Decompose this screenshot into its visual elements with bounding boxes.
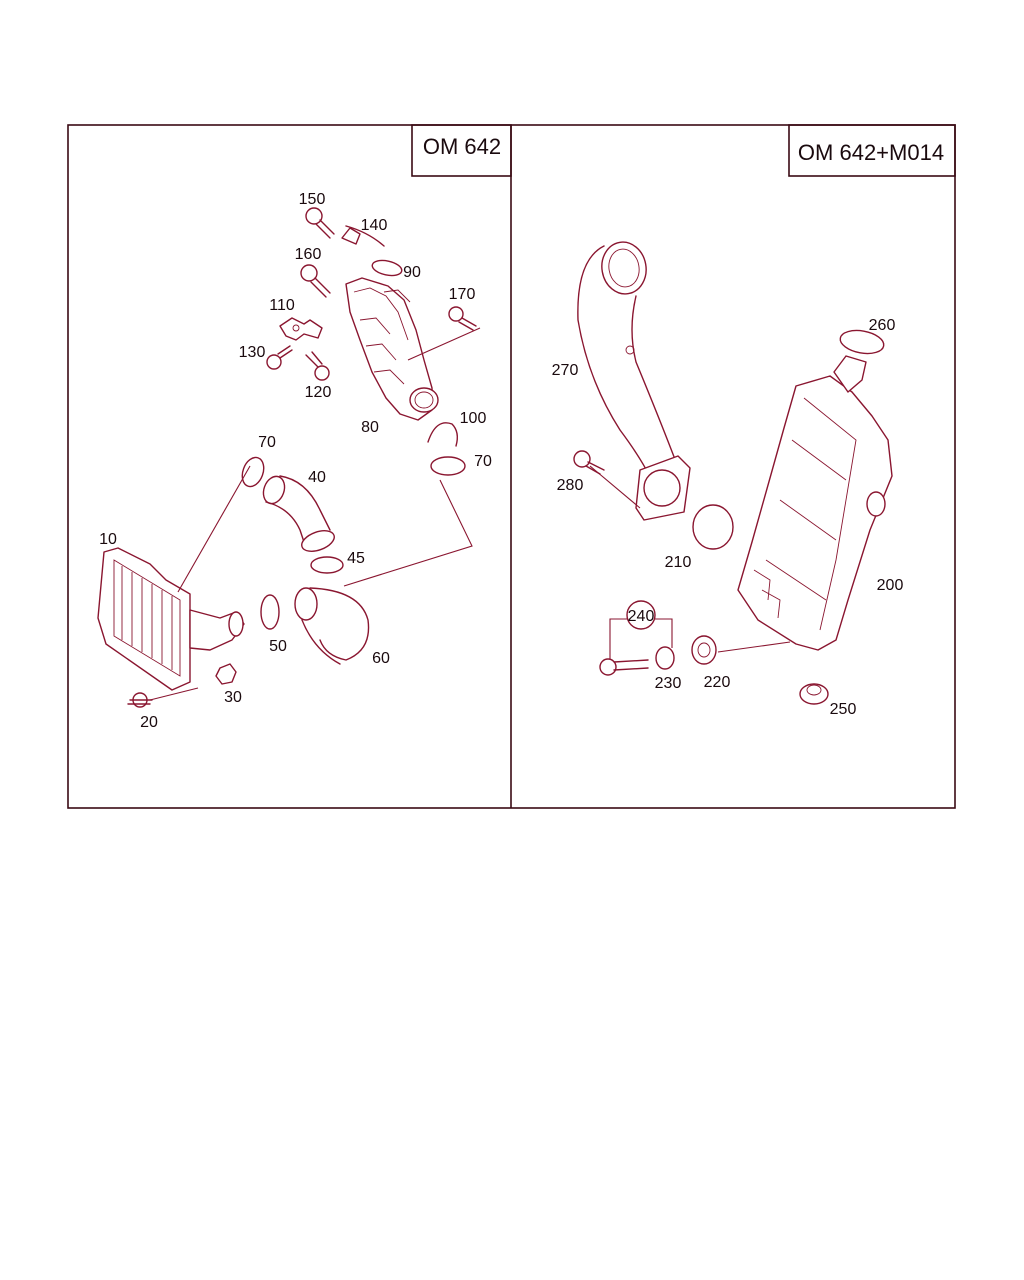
callout-130: 130	[239, 344, 266, 361]
part-220-grommet	[691, 635, 717, 665]
part-70-clamp-left	[241, 456, 265, 488]
callout-150: 150	[299, 191, 326, 208]
callout-100: 100	[460, 410, 487, 427]
part-200-intercooler	[737, 355, 893, 651]
callout-160: 160	[295, 246, 322, 263]
part-70-clamp-right	[430, 456, 466, 476]
part-260-gasket	[839, 329, 885, 355]
part-20-bolt	[127, 692, 153, 708]
callout-140: 140	[361, 217, 388, 234]
callout-30: 30	[224, 689, 242, 706]
callout-60: 60	[372, 650, 390, 667]
callout-10: 10	[99, 531, 117, 548]
callout-70-right: 70	[474, 453, 492, 470]
part-10-intercooler	[97, 547, 245, 691]
leader-70-to-10	[177, 465, 251, 593]
part-280-bolt	[573, 450, 605, 475]
callout-45: 45	[347, 550, 365, 567]
callout-220: 220	[704, 674, 731, 691]
part-240-bolt	[599, 658, 649, 676]
leader-280	[589, 465, 641, 509]
callout-200: 200	[877, 577, 904, 594]
part-90-gasket	[371, 259, 403, 277]
part-30-nut	[215, 663, 237, 685]
callout-280: 280	[557, 477, 584, 494]
part-50-clamp	[260, 594, 280, 630]
part-100-clip	[427, 422, 459, 447]
part-60-pipe	[294, 587, 370, 665]
callout-230: 230	[655, 675, 682, 692]
part-150-bolt	[305, 207, 335, 239]
part-130-bolt	[266, 345, 293, 370]
leader-20	[149, 687, 199, 701]
callout-110: 110	[269, 297, 295, 314]
panel-title-left: OM 642	[411, 124, 512, 177]
leader-220	[717, 641, 791, 653]
leader-170	[407, 327, 481, 361]
part-270-pipe	[577, 241, 691, 521]
callout-240: 240	[628, 608, 655, 625]
part-210-gasket	[692, 504, 734, 550]
callout-240-group	[609, 600, 673, 660]
callout-40: 40	[308, 469, 326, 486]
part-110-bracket	[279, 317, 323, 341]
part-40-hose	[262, 475, 335, 552]
callout-80: 80	[361, 419, 379, 436]
callout-250: 250	[830, 701, 857, 718]
part-230-bushing	[655, 646, 675, 670]
part-250-grommet	[799, 683, 829, 705]
callout-70-left: 70	[258, 434, 276, 451]
callout-20: 20	[140, 714, 158, 731]
callout-210: 210	[665, 554, 692, 571]
callout-270: 270	[552, 362, 579, 379]
callout-120: 120	[305, 384, 332, 401]
part-80-intake-housing	[345, 277, 439, 421]
part-45-gasket	[310, 556, 344, 574]
part-170-bolt	[448, 306, 477, 331]
part-140-clip	[341, 225, 385, 247]
part-120-bolt	[305, 351, 330, 381]
callout-50: 50	[269, 638, 287, 655]
panel-title-right: OM 642+M014	[788, 124, 956, 177]
part-160-bolt	[300, 264, 331, 298]
callout-260: 260	[869, 317, 896, 334]
callout-90: 90	[403, 264, 421, 281]
panel-title-right-text: OM 642+M014	[798, 140, 944, 165]
panel-title-left-text: OM 642	[423, 134, 501, 159]
leader-70-to-60	[343, 479, 473, 587]
callout-170: 170	[449, 286, 476, 303]
